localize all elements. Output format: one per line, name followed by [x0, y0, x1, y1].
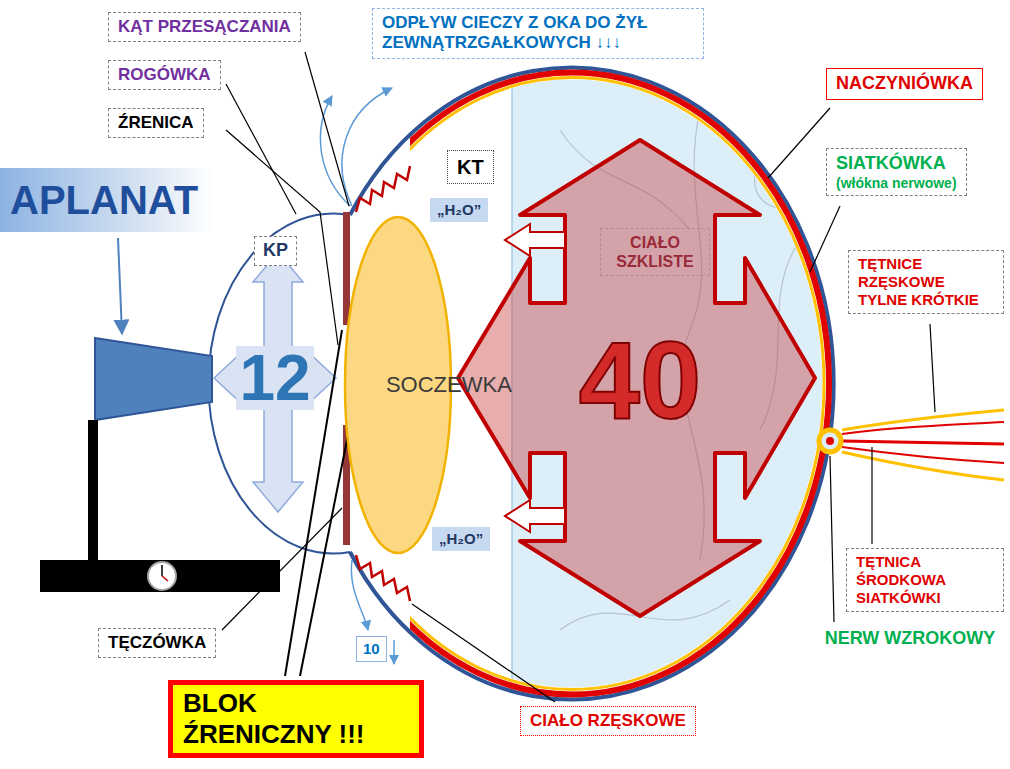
- region-label: KT: [447, 150, 494, 184]
- artery: [842, 452, 1004, 480]
- push-arrow: [505, 500, 565, 532]
- tonometer-head: [95, 338, 212, 420]
- region-label: CIAŁO SZKLISTE: [600, 228, 710, 276]
- optic-disc: [819, 430, 841, 452]
- push-arrow: [505, 224, 565, 256]
- tonometer-dial: [148, 562, 176, 590]
- flow-arrow: [342, 88, 392, 206]
- label-text: APLANAT: [10, 176, 198, 224]
- label-text: „H₂O”: [439, 530, 483, 548]
- dial-hand: [162, 576, 168, 581]
- retina-layer: [410, 78, 824, 690]
- part-label: CIAŁO RZĘSKOWE: [520, 706, 696, 736]
- pressure-arrow: [458, 140, 815, 616]
- label-text: NACZYNIÓWKA: [836, 73, 973, 95]
- ciliary-body: [356, 555, 410, 601]
- label-text: „H₂O”: [437, 201, 481, 219]
- flow-arrow: [351, 560, 368, 630]
- choroid-layer: [410, 73, 829, 695]
- leader-line: [222, 508, 342, 630]
- cornea-outline: [208, 213, 350, 553]
- part-label: NACZYNIÓWKA: [826, 68, 983, 100]
- label-text: ODPŁYW CIECZY Z OKA DO ŻYŁ ZEWNĄTRZGAŁKO…: [382, 13, 694, 54]
- label-text: SIATKÓWKA: [836, 153, 957, 175]
- leader-line: [226, 84, 296, 214]
- label-text: ROGÓWKA: [118, 65, 211, 85]
- label-text: TĘCZÓWKA: [108, 633, 206, 653]
- chamber-label: KP: [254, 236, 297, 266]
- flow-arrow: [393, 640, 395, 664]
- label-text: 10: [363, 640, 380, 658]
- artery: [842, 441, 1004, 444]
- leader-line: [768, 108, 830, 178]
- leader-line: [305, 52, 349, 206]
- part-label: TĘTNICA ŚRODKOWA SIATKÓWKI: [846, 548, 1004, 612]
- label-text: TĘTNICE RZĘSKOWE TYLNE KRÓTKIE: [858, 255, 994, 309]
- part-label: ŹRENICA: [108, 108, 204, 138]
- artery: [842, 422, 1004, 434]
- flow-note: ODPŁYW CIECZY Z OKA DO ŻYŁ ZEWNĄTRZGAŁKO…: [372, 8, 704, 59]
- leader-line: [930, 324, 935, 412]
- label-text: TĘTNICA ŚRODKOWA SIATKÓWKI: [856, 553, 994, 607]
- sub-text: (włókna nerwowe): [836, 175, 957, 192]
- water-tag: „H₂O”: [432, 527, 490, 551]
- label-text: KP: [263, 240, 288, 262]
- part-label: KĄT PRZESĄCZANIA: [108, 12, 301, 42]
- callout-number: 10: [356, 636, 387, 662]
- flow-arrow: [320, 96, 350, 206]
- label-text: CIAŁO SZKLISTE: [610, 233, 700, 271]
- pressure-value: 12: [236, 346, 313, 410]
- label-text: KĄT PRZESĄCZANIA: [118, 17, 291, 37]
- part-label: NERW WZROKOWY: [825, 629, 996, 647]
- tonometer-base: [40, 560, 280, 592]
- dial-hand: [161, 565, 163, 576]
- leader-line: [830, 456, 834, 622]
- lens-ellipse: SOCZEWKA: [343, 215, 453, 555]
- label-text: BLOK ŹRENICZNY !!!: [183, 688, 409, 750]
- leader-line: [226, 130, 338, 345]
- leader-line: [300, 430, 349, 676]
- part-label: SIATKÓWKA(włókna nerwowe): [826, 148, 967, 196]
- posterior-vessels: [842, 410, 1004, 480]
- label-text: ŹRENICA: [118, 113, 194, 133]
- leader-line: [412, 604, 555, 702]
- label-text: SOCZEWKA: [386, 368, 410, 402]
- device-banner: APLANAT: [0, 168, 214, 232]
- pressure-value: 40: [579, 325, 701, 435]
- pointer-arrow: [118, 238, 122, 334]
- ciliary-body: [356, 166, 410, 212]
- leader-line: [810, 206, 840, 272]
- water-tag: „H₂O”: [430, 198, 488, 222]
- part-label: TĘTNICE RZĘSKOWE TYLNE KRÓTKIE: [848, 250, 1004, 314]
- warning-box: BLOK ŹRENICZNY !!!: [168, 680, 424, 758]
- part-label: ROGÓWKA: [108, 60, 221, 90]
- part-label: TĘCZÓWKA: [98, 628, 216, 658]
- iris: [343, 212, 350, 325]
- lens-body: [345, 217, 451, 553]
- label-text: KT: [457, 155, 484, 179]
- label-text: CIAŁO RZĘSKOWE: [530, 711, 686, 731]
- tonometer-post: [88, 420, 98, 562]
- central-artery-dot: [826, 437, 834, 445]
- artery: [842, 447, 1004, 463]
- leader-line: [871, 447, 872, 544]
